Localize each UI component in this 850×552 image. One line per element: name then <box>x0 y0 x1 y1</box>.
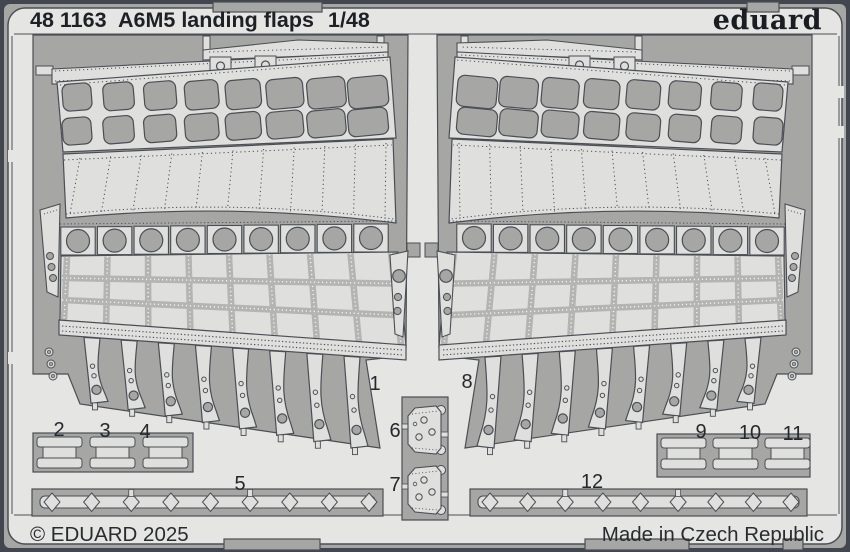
part-12-label: 12 <box>581 471 603 493</box>
part-4-label: 4 <box>139 421 150 443</box>
part-10-label: 10 <box>739 422 761 444</box>
part-1-label: 1 <box>369 373 380 395</box>
made-in-text: Made in Czech Republic <box>602 523 824 546</box>
part-11-label: 11 <box>783 423 804 445</box>
part-6-label: 6 <box>389 420 400 442</box>
header-title: 48 1163 A6M5 landing flaps 1/48 <box>30 8 370 32</box>
copyright-text: © EDUARD 2025 <box>30 523 189 546</box>
model-scale: 1/48 <box>328 8 370 32</box>
part-3-label: 3 <box>99 420 110 442</box>
product-title: A6M5 landing flaps <box>118 8 314 32</box>
part-9-label: 9 <box>695 421 706 443</box>
part-8-label: 8 <box>461 371 472 393</box>
small-parts-layer <box>31 396 811 521</box>
flap-assembly-right <box>424 34 813 456</box>
part-2-label: 2 <box>53 419 64 441</box>
catalog-number: 48 1163 <box>30 8 107 32</box>
fret-score-lines <box>8 1 844 551</box>
eduard-logo: eduard <box>713 5 822 36</box>
part-5-label: 5 <box>234 473 245 495</box>
part-7-label: 7 <box>389 474 400 496</box>
flap-assembly-left <box>32 34 421 456</box>
